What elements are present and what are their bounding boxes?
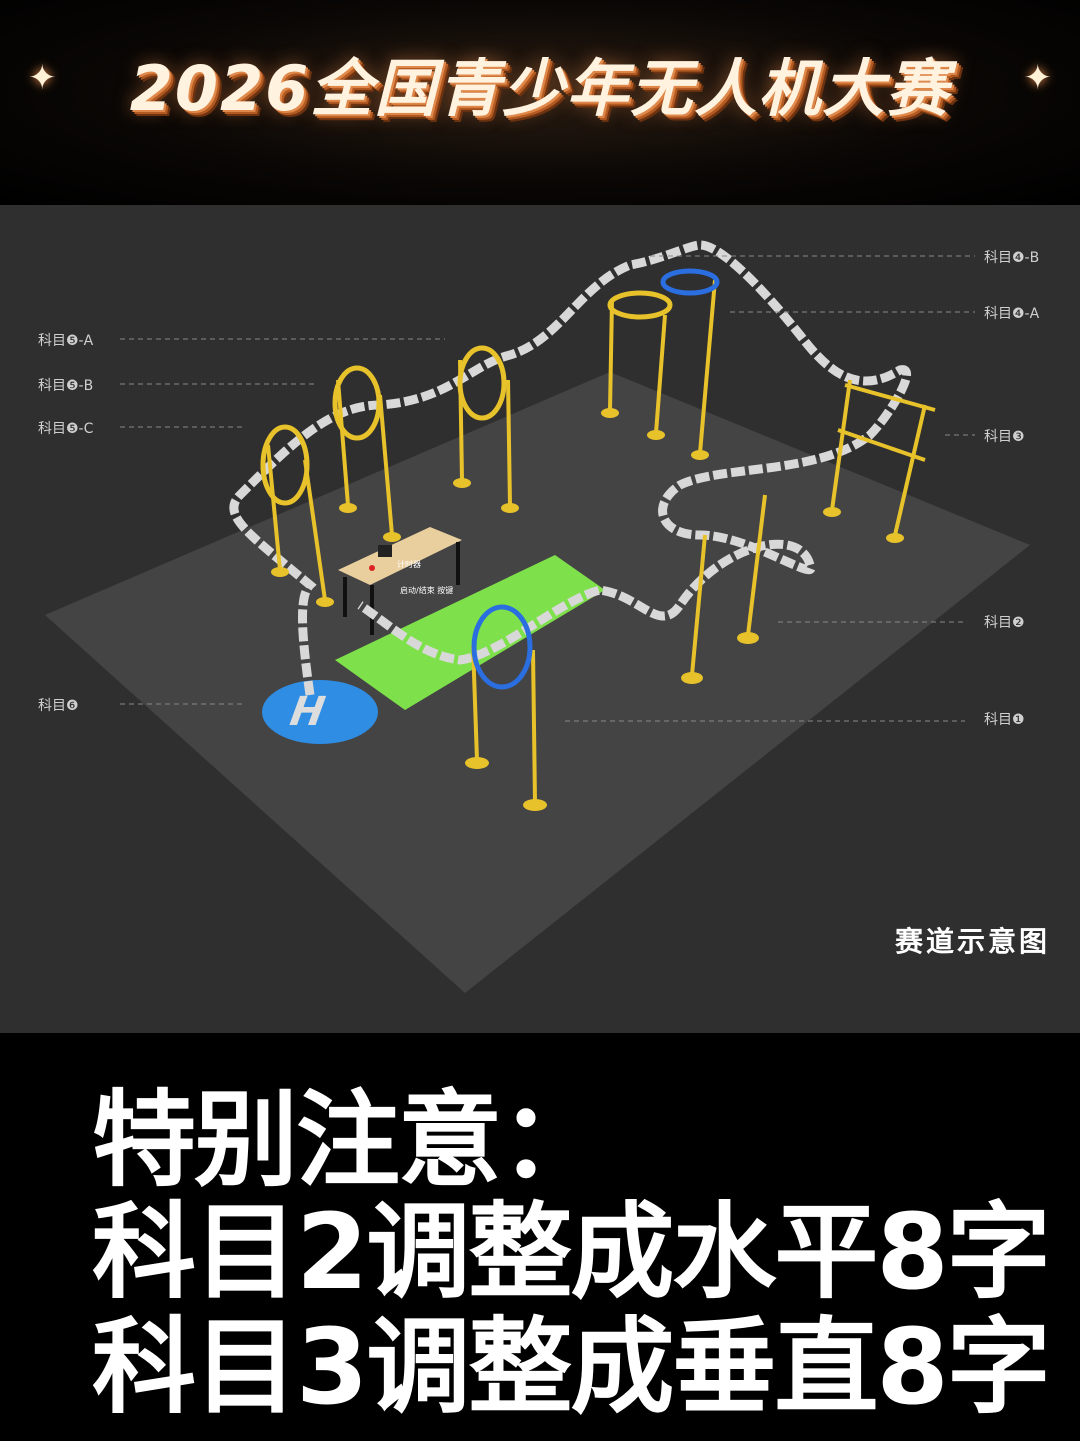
landing-pad-green: [335, 555, 605, 710]
poles: [266, 279, 927, 803]
sparkle-icon: ✦: [28, 58, 57, 98]
label-subject-3: 科目❸: [984, 429, 1025, 445]
notice-line-subject-2: 科目2调整成水平8字: [92, 1191, 1051, 1313]
start-stop-button-label: 启动/结束 按键: [400, 586, 454, 595]
label-subject-5a: 科目❺-A: [38, 333, 94, 349]
hoops: [260, 268, 720, 690]
timer-label: 计时器: [397, 560, 421, 569]
helipad: [262, 680, 378, 744]
pole-bases: [271, 408, 904, 811]
diagram-caption: 赛道示意图: [894, 925, 1050, 958]
label-subject-1: 科目❶: [984, 712, 1025, 728]
label-subject-5b: 科目❺-B: [38, 378, 94, 394]
notice-heading: 特别注意：: [92, 1079, 604, 1201]
ground-plane: [45, 372, 1030, 993]
figure-eight-frame: [837, 383, 936, 462]
header-banner: ✦ 2026全国青少年无人机大赛 ✦: [0, 0, 1080, 205]
label-subject-4a: 科目❹-A: [984, 306, 1040, 322]
label-subject-5c: 科目❺-C: [38, 421, 94, 437]
course-illustration: H: [45, 240, 1030, 993]
label-subject-2: 科目❷: [984, 615, 1025, 631]
sparkle-icon: ✦: [1023, 58, 1053, 98]
page-title: 2026全国青少年无人机大赛: [129, 52, 951, 125]
notice-line-subject-3: 科目3调整成垂直8字: [92, 1306, 1051, 1428]
course-diagram: H: [0, 205, 1080, 1033]
label-subject-6: 科目❻: [38, 698, 79, 714]
label-subject-4b: 科目❹-B: [984, 250, 1040, 266]
